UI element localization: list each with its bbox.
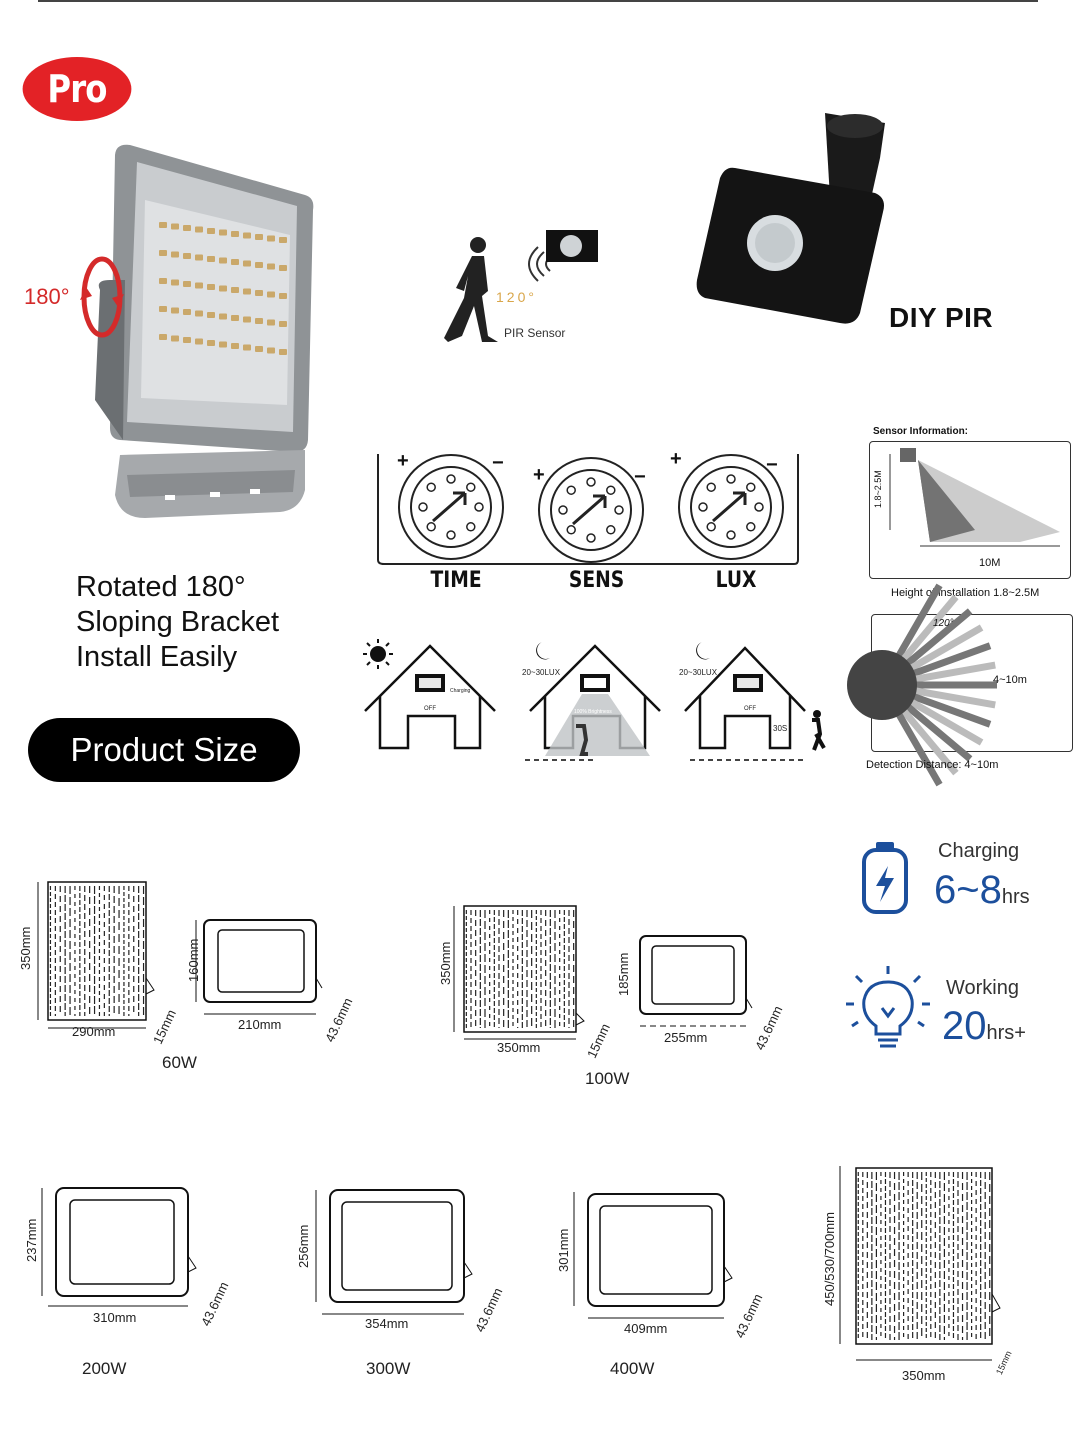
- scene-charging: Charging: [450, 688, 471, 694]
- sensor-height-diagram: [869, 441, 1071, 579]
- lamp-400w-width: 409mm: [624, 1321, 668, 1336]
- working-label: Working: [946, 977, 1019, 999]
- panel-60w-width: 290mm: [72, 1024, 116, 1039]
- lamp-60w: [195, 919, 323, 1015]
- lamp-100w: [639, 935, 753, 1027]
- knob-panel: [377, 454, 799, 565]
- sensor-detection-caption: Detection Distance: 4~10m: [866, 759, 999, 771]
- sensor-range-diagram: [847, 583, 1073, 787]
- panel-60w-height: 350mm: [18, 926, 33, 970]
- lamp-200w-width: 310mm: [93, 1310, 137, 1325]
- watt-300w: 300W: [366, 1359, 411, 1378]
- lamp-60w-height: 160mm: [186, 938, 201, 982]
- lightbulb-icon: [846, 966, 930, 1048]
- rotation-label: 180°: [24, 284, 70, 309]
- panel-large-height: 450/530/700mm: [822, 1212, 837, 1306]
- lamp-300w-width: 354mm: [365, 1316, 409, 1331]
- knob-plus-1: +: [397, 450, 409, 472]
- panel-100w: [453, 905, 585, 1040]
- feature-line-2: Sloping Bracket: [76, 606, 280, 638]
- led-grid: [159, 222, 287, 355]
- scene-brightness: 100% Brightness: [574, 709, 612, 715]
- panel-100w-width: 350mm: [497, 1040, 541, 1055]
- charging-value: 6~8hrs: [934, 868, 1030, 913]
- scene-delay: 30S: [773, 724, 788, 733]
- lamp-100w-height: 185mm: [616, 952, 631, 996]
- rotate-arrow-icon: [80, 256, 124, 338]
- pir-angle: 120°: [496, 289, 537, 305]
- lamp-300w: [315, 1189, 473, 1315]
- lamp-200w: [41, 1187, 197, 1307]
- working-hours: 20: [942, 1004, 987, 1048]
- sensor-height-range: 1.8~2.5M: [873, 470, 883, 508]
- panel-large-width: 350mm: [902, 1368, 946, 1383]
- walking-person-icon: [444, 237, 498, 342]
- lamp-300w-height: 256mm: [296, 1224, 311, 1268]
- pir-sensor-label: PIR Sensor: [504, 326, 566, 340]
- floodlight-image: [95, 144, 314, 518]
- lamp-100w-width: 255mm: [664, 1030, 708, 1045]
- battery-charging-icon: [862, 842, 908, 914]
- watt-200w: 200W: [82, 1359, 127, 1378]
- charging-hours: 6~8: [934, 868, 1002, 912]
- scene-lux-b: 20~30LUX: [679, 668, 718, 677]
- diy-pir-label: DIY PIR: [889, 302, 994, 333]
- panel-100w-height: 350mm: [438, 941, 453, 985]
- sensor-distance: 10M: [979, 557, 1001, 569]
- knob-minus-2: −: [634, 466, 646, 488]
- knob-minus-1: −: [492, 452, 504, 474]
- feature-line-3: Install Easily: [76, 641, 238, 673]
- watt-400w: 400W: [610, 1359, 655, 1378]
- knob-label-sens: SENS: [568, 568, 625, 593]
- charging-label: Charging: [938, 840, 1020, 862]
- scene-illustrations: [363, 639, 826, 761]
- scene-lux-a: 20~30LUX: [522, 668, 561, 677]
- lamp-60w-width: 210mm: [238, 1017, 282, 1032]
- lamp-200w-depth: 43.6mm: [198, 1279, 232, 1329]
- sensor-range: 4~10m: [993, 674, 1027, 686]
- feature-line-1: Rotated 180°: [76, 571, 246, 603]
- watt-60w: 60W: [162, 1053, 197, 1072]
- knob-plus-2: +: [533, 464, 545, 486]
- lamp-400w-height: 301mm: [556, 1228, 571, 1272]
- panel-60w: [37, 881, 155, 1029]
- pir-device-image: [696, 113, 885, 324]
- product-size-pill: Product Size: [28, 718, 300, 782]
- knob-label-time: TIME: [430, 568, 482, 593]
- knob-plus-3: +: [670, 448, 682, 470]
- lamp-200w-height: 237mm: [24, 1218, 39, 1262]
- scene-off-b: OFF: [744, 706, 756, 712]
- knob-minus-3: −: [766, 454, 778, 476]
- lamp-400w: [573, 1192, 733, 1319]
- panel-large: [839, 1166, 1001, 1361]
- watt-100w: 100W: [585, 1069, 630, 1088]
- sensor-angle: 120°: [933, 618, 954, 629]
- sensor-info-title: Sensor Information:: [873, 426, 969, 437]
- top-divider: [38, 0, 1038, 2]
- pir-sensor-thumb: [546, 230, 598, 262]
- sensor-height-caption: Height of installation 1.8~2.5M: [891, 587, 1040, 599]
- charging-unit: hrs: [1001, 886, 1030, 908]
- working-unit: hrs+: [986, 1022, 1026, 1044]
- pro-badge: Pro: [22, 57, 132, 121]
- knob-label-lux: LUX: [715, 568, 757, 593]
- working-value: 20hrs+: [942, 1004, 1026, 1049]
- feature-text: Rotated 180° Sloping Bracket Install Eas…: [76, 570, 279, 675]
- scene-off-a: OFF: [424, 706, 436, 712]
